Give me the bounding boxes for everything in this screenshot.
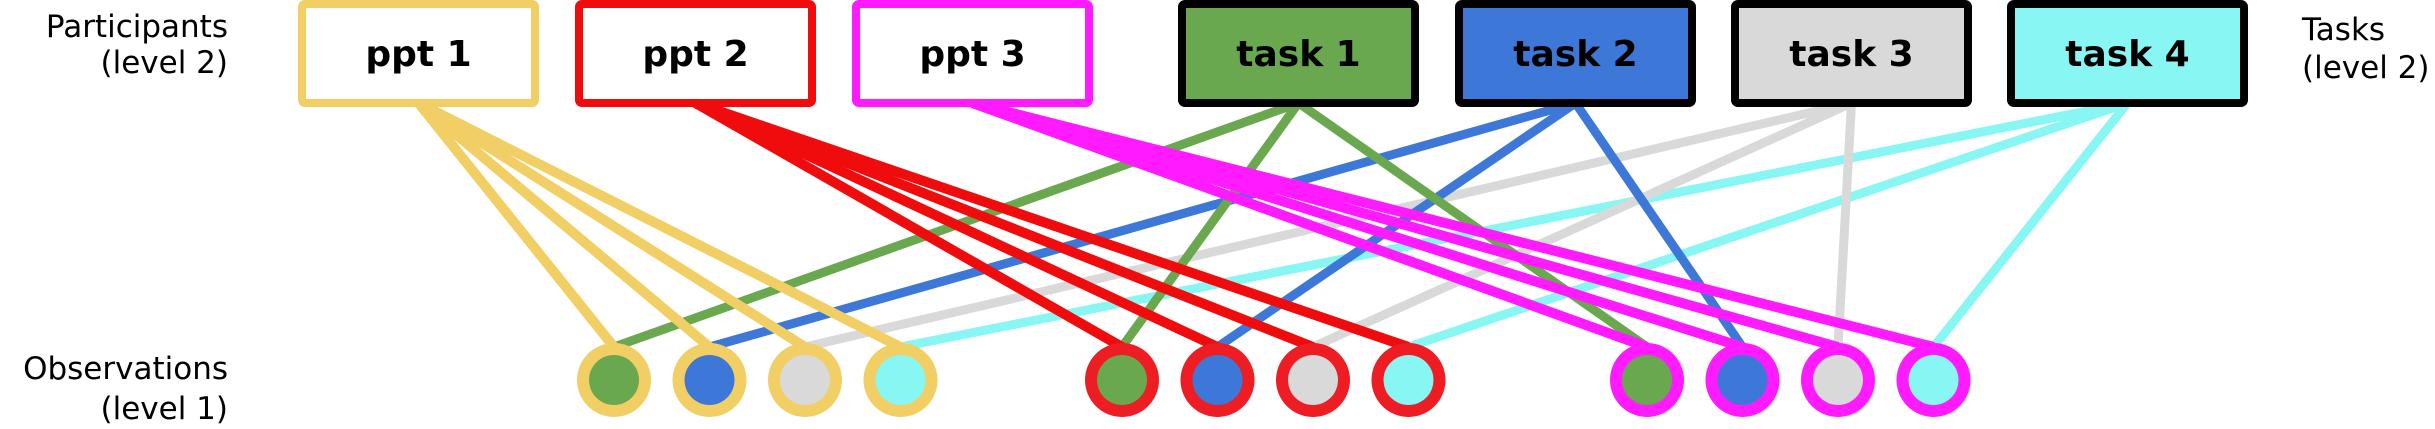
task-task3-node: task 3 xyxy=(1731,0,1972,107)
task-task2-label: task 2 xyxy=(1513,34,1637,75)
task-task3-label: task 3 xyxy=(1789,34,1913,75)
observation-core xyxy=(875,355,926,405)
participant-ppt3-label: ppt 3 xyxy=(919,34,1025,75)
tasks-level-title: Tasks xyxy=(2301,12,2385,48)
task-link-task3-obs-3 xyxy=(803,98,1853,352)
observation-4 xyxy=(863,343,938,417)
observation-core xyxy=(1383,355,1434,405)
participant-link-ppt1-obs-2 xyxy=(415,99,713,351)
task-task1-box xyxy=(1178,0,1419,107)
observation-5 xyxy=(1085,343,1159,417)
observation-8 xyxy=(1371,343,1446,417)
participant-link-ppt1-obs-1 xyxy=(414,99,618,351)
observations-level-title: Observations xyxy=(23,351,228,387)
observation-1 xyxy=(577,343,651,417)
task-task3-box xyxy=(1731,0,1972,107)
task-task4-box xyxy=(2007,0,2248,107)
participant-link-ppt3-obs-12 xyxy=(971,98,1935,352)
tasks-level-subtitle: (level 2) xyxy=(2302,50,2429,86)
observation-core xyxy=(684,355,735,405)
observations-level-subtitle: (level 1) xyxy=(101,391,228,427)
task-link-task4-obs-4 xyxy=(899,98,2129,352)
task-link-task1-obs-5 xyxy=(1118,100,1303,350)
observation-9 xyxy=(1610,343,1684,417)
participant-ppt2-node: ppt 2 xyxy=(575,0,816,107)
observation-7 xyxy=(1276,343,1350,417)
nodes: ppt 1 ppt 2 ppt 3 task 1 task 2 task 3 task 4 xyxy=(298,0,2248,417)
observation-core xyxy=(1813,355,1863,405)
observation-core xyxy=(1192,355,1243,405)
participant-ppt2-box xyxy=(575,0,816,107)
observation-10 xyxy=(1705,343,1780,417)
participant-link-ppt1-obs-4 xyxy=(416,98,903,352)
task-task2-box xyxy=(1455,0,1696,107)
observation-12 xyxy=(1896,343,1971,417)
task-link-task3-obs-7 xyxy=(1311,98,1854,352)
task-task1-node: task 1 xyxy=(1178,0,1419,107)
task-link-task4-obs-12 xyxy=(1929,100,2132,350)
participant-link-ppt1-obs-3 xyxy=(415,98,808,352)
participant-ppt1-node: ppt 1 xyxy=(298,0,539,107)
task-task2-node: task 2 xyxy=(1455,0,1696,107)
task-task4-node: task 4 xyxy=(2007,0,2248,107)
observation-2 xyxy=(672,343,747,417)
participant-ppt2-label: ppt 2 xyxy=(642,34,748,75)
task-link-task3-obs-11 xyxy=(1833,102,1856,348)
observation-core xyxy=(1908,355,1959,405)
participants-level-title: Participants xyxy=(46,9,228,45)
observation-core xyxy=(780,355,830,405)
observation-core xyxy=(1097,355,1147,405)
task-task1-label: task 1 xyxy=(1236,34,1360,75)
task-link-task2-obs-10 xyxy=(1571,100,1747,350)
participant-ppt1-box xyxy=(298,0,539,107)
participant-ppt1-label: ppt 1 xyxy=(365,34,471,75)
connection-lines xyxy=(414,98,2132,352)
participant-ppt3-node: ppt 3 xyxy=(852,0,1093,107)
task-task4-label: task 4 xyxy=(2065,34,2189,75)
observation-3 xyxy=(768,343,842,417)
participant-link-ppt2-obs-5 xyxy=(693,98,1125,352)
observation-core xyxy=(1288,355,1338,405)
participant-link-ppt2-obs-6 xyxy=(693,98,1220,352)
participant-link-ppt2-obs-8 xyxy=(693,98,1411,352)
observation-6 xyxy=(1180,343,1255,417)
observation-core xyxy=(589,355,639,405)
participant-ppt3-box xyxy=(852,0,1093,107)
participants-level-subtitle: (level 2) xyxy=(101,45,228,81)
task-link-task2-obs-2 xyxy=(708,98,1577,352)
observation-core xyxy=(1717,355,1768,405)
observation-11 xyxy=(1801,343,1875,417)
observation-core xyxy=(1622,355,1672,405)
participant-link-ppt2-obs-7 xyxy=(693,98,1315,352)
